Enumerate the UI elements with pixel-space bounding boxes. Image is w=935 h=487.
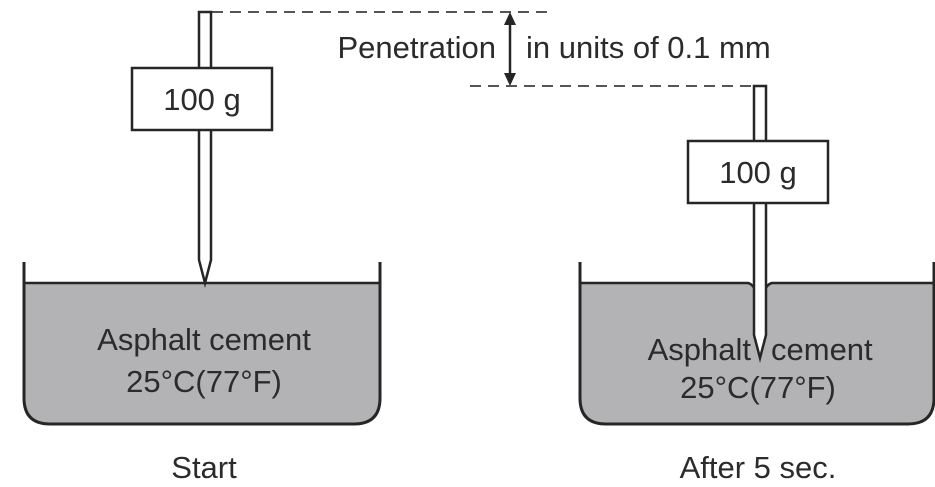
weight-label-start: 100 g <box>163 82 241 117</box>
start-container <box>22 262 382 426</box>
caption-after: After 5 sec. <box>680 450 837 485</box>
needle-start <box>197 10 213 288</box>
asphalt-fill-after <box>580 283 934 424</box>
needle-after <box>752 84 768 363</box>
penetration-label: Penetration <box>337 30 496 65</box>
temperature-label-start: 25°C(77°F) <box>126 364 282 399</box>
weight-box-after <box>686 139 830 205</box>
material-label-start: Asphalt cement <box>97 322 311 357</box>
penetration-dimension-arrow <box>504 12 516 86</box>
material-label-after-part2: cement <box>771 332 873 367</box>
asphalt-fill-start <box>24 283 380 424</box>
weight-label-after: 100 g <box>719 155 797 190</box>
material-label-after-part1: Asphalt <box>648 332 752 367</box>
container-outline-after <box>578 262 935 426</box>
temperature-label-after: 25°C(77°F) <box>680 370 836 405</box>
penetration-units-label: in units of 0.1 mm <box>526 30 771 65</box>
weight-box-start <box>130 66 274 132</box>
caption-start: Start <box>171 450 237 485</box>
container-outline-start <box>22 262 382 426</box>
